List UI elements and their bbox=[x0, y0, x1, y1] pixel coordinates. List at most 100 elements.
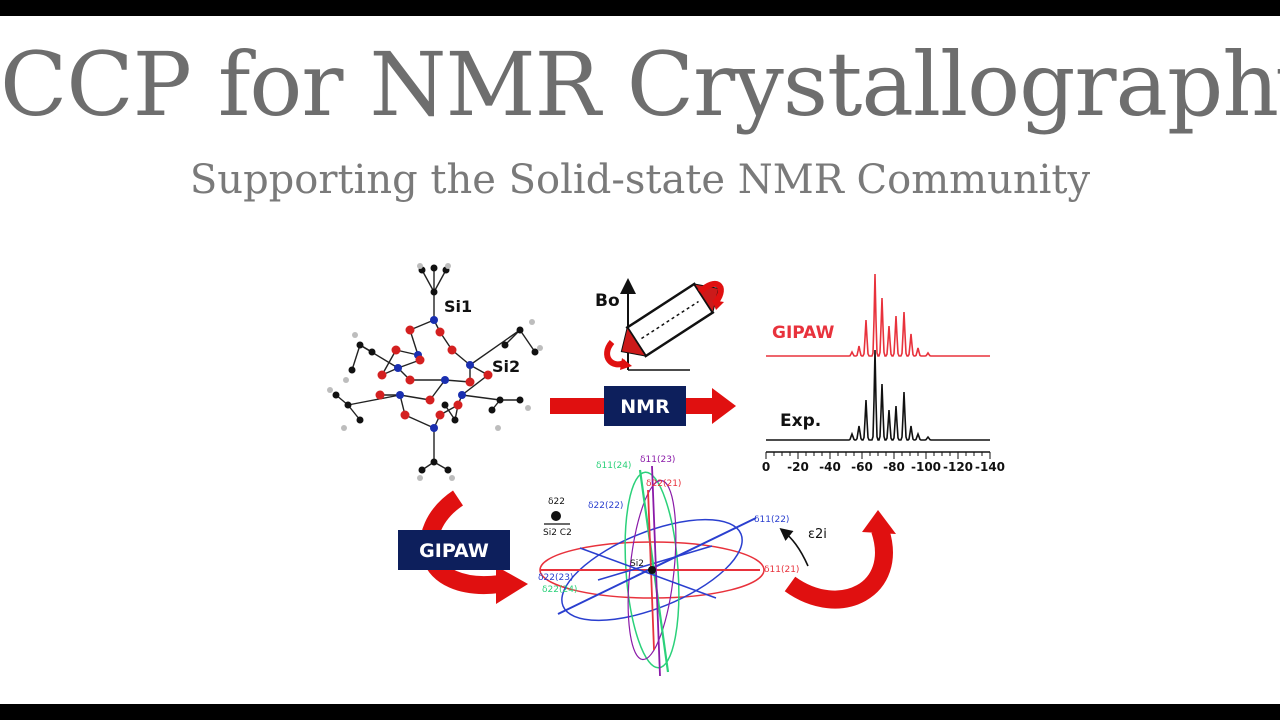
molecule-atom-o bbox=[391, 345, 401, 355]
slide-subtitle: Supporting the Solid-state NMR Community bbox=[189, 157, 1091, 203]
molecule-atom-si bbox=[430, 316, 438, 324]
si2-label: Si2 bbox=[492, 357, 520, 376]
tensor-legend-dot bbox=[551, 511, 561, 521]
nmr-spectra: GIPAW Exp. 0-20-40-60-80-100-120-140 bbox=[762, 273, 1005, 474]
molecule-atom-h bbox=[525, 405, 531, 411]
molecule-bond bbox=[347, 394, 401, 406]
molecule-atom-o bbox=[400, 410, 410, 420]
molecule-atom-o bbox=[377, 370, 387, 380]
molecule-atom-c bbox=[531, 348, 539, 356]
b0-field-label: Bo bbox=[595, 291, 620, 311]
molecule-atom-c bbox=[356, 341, 364, 349]
spectrum-tick-label: -80 bbox=[883, 460, 905, 474]
tensor-center-label: Si2 bbox=[630, 559, 644, 569]
molecule-bond bbox=[351, 344, 361, 371]
exp-spectrum-trace bbox=[766, 349, 990, 441]
molecule-atom-o bbox=[483, 370, 493, 380]
molecule-bond bbox=[433, 269, 447, 293]
molecule-atom-c bbox=[418, 466, 426, 474]
molecule-atom-h bbox=[327, 387, 333, 393]
spectrum-tick-label: -100 bbox=[911, 460, 941, 474]
molecule-atom-h bbox=[449, 475, 455, 481]
tensor-legend-bottom: Si2 C2 bbox=[543, 528, 572, 538]
molecule-atom-o bbox=[447, 345, 457, 355]
molecule-bond bbox=[519, 329, 536, 353]
molecule-atom-c bbox=[368, 348, 376, 356]
molecule-atom-si bbox=[441, 376, 449, 384]
spectrum-tick-label: -140 bbox=[975, 460, 1005, 474]
molecule-atom-c bbox=[344, 401, 352, 409]
spectrum-tick-label: -60 bbox=[851, 460, 873, 474]
tensor-axis-label-4: δ22(22) bbox=[588, 501, 623, 511]
gipaw-box-label: GIPAW bbox=[419, 540, 489, 562]
molecule-atom-c bbox=[430, 264, 438, 272]
molecule-atom-h bbox=[417, 263, 423, 269]
spectrum-tick-label: -20 bbox=[787, 460, 809, 474]
spectrum-tick-label: -120 bbox=[943, 460, 973, 474]
tensor-axis-label-2: δ11(24) bbox=[596, 461, 631, 471]
exp-spectrum-label: Exp. bbox=[780, 411, 821, 431]
gipaw-spectrum-trace bbox=[766, 273, 990, 357]
molecule-bond bbox=[399, 394, 431, 401]
molecule-atom-c bbox=[451, 416, 459, 424]
molecule-atom-si bbox=[430, 424, 438, 432]
molecule-bond bbox=[504, 329, 521, 346]
molecular-structure: Si1 Si2 bbox=[327, 263, 543, 481]
tensor-axis-label-8: δ22(24) bbox=[542, 585, 577, 595]
molecule-bond bbox=[404, 414, 435, 429]
gipaw-curved-arrow-right bbox=[784, 510, 896, 609]
molecule-atom-o bbox=[405, 375, 415, 385]
molecule-atom-c bbox=[516, 326, 524, 334]
molecule-atom-o bbox=[405, 325, 415, 335]
molecule-atom-o bbox=[435, 410, 445, 420]
molecule-atom-si bbox=[396, 391, 404, 399]
molecule-atom-c bbox=[444, 466, 452, 474]
molecule-atom-h bbox=[495, 425, 501, 431]
molecule-bond bbox=[469, 329, 521, 366]
molecule-atom-si bbox=[458, 391, 466, 399]
molecule-atom-c bbox=[430, 288, 438, 296]
molecule-atom-c bbox=[501, 341, 509, 349]
spectrum-tick-label: -40 bbox=[819, 460, 841, 474]
molecule-atom-h bbox=[352, 332, 358, 338]
molecule-atom-c bbox=[488, 406, 496, 414]
nmr-label: NMR bbox=[620, 396, 670, 418]
molecule-atom-o bbox=[415, 355, 425, 365]
molecule-bond bbox=[421, 269, 435, 293]
molecule-atom-h bbox=[417, 475, 423, 481]
slide-title: CCP for NMR Crystallography bbox=[0, 33, 1280, 136]
molecule-atom-o bbox=[453, 400, 463, 410]
molecule-atom-c bbox=[430, 458, 438, 466]
spin-arrow-top bbox=[697, 280, 724, 304]
shielding-tensor-diagram: Si2 δ11(23) δ11(24) δ22(21) δ22(22) δ11(… bbox=[538, 455, 827, 677]
molecule-atom-c bbox=[441, 401, 449, 409]
molecule-atom-c bbox=[356, 416, 364, 424]
tensor-axis-label-5: δ11(22) bbox=[754, 515, 789, 525]
molecule-bond bbox=[461, 394, 501, 401]
gipaw-box bbox=[398, 530, 510, 570]
bottom-letterbox-bar bbox=[0, 704, 1280, 720]
gipaw-spectrum-label: GIPAW bbox=[772, 323, 835, 343]
si1-label: Si1 bbox=[444, 297, 472, 316]
angle-arrow bbox=[779, 528, 809, 567]
tensor-axis-label-3: δ22(21) bbox=[646, 479, 681, 489]
molecule-atom-h bbox=[341, 425, 347, 431]
molecule-atom-o bbox=[465, 377, 475, 387]
tensor-axis-label-1: δ11(23) bbox=[640, 455, 675, 465]
molecule-atom-h bbox=[537, 345, 543, 351]
molecule-atom-o bbox=[375, 390, 385, 400]
molecule-bond bbox=[461, 374, 489, 396]
molecule-atom-o bbox=[435, 327, 445, 337]
top-letterbox-bar bbox=[0, 0, 1280, 16]
nmr-arrow: NMR bbox=[550, 386, 736, 426]
molecule-atom-h bbox=[529, 319, 535, 325]
angle-label: ε2i bbox=[808, 527, 827, 542]
molecule-atom-c bbox=[516, 396, 524, 404]
molecule-atom-h bbox=[343, 377, 349, 383]
magic-angle-rotor: Bo bbox=[595, 278, 724, 371]
tensor-axis-label-6: δ11(21) bbox=[764, 565, 799, 575]
molecule-atom-si bbox=[394, 364, 402, 372]
molecule-atom-c bbox=[496, 396, 504, 404]
tensor-legend-top: δ22 bbox=[548, 497, 565, 507]
